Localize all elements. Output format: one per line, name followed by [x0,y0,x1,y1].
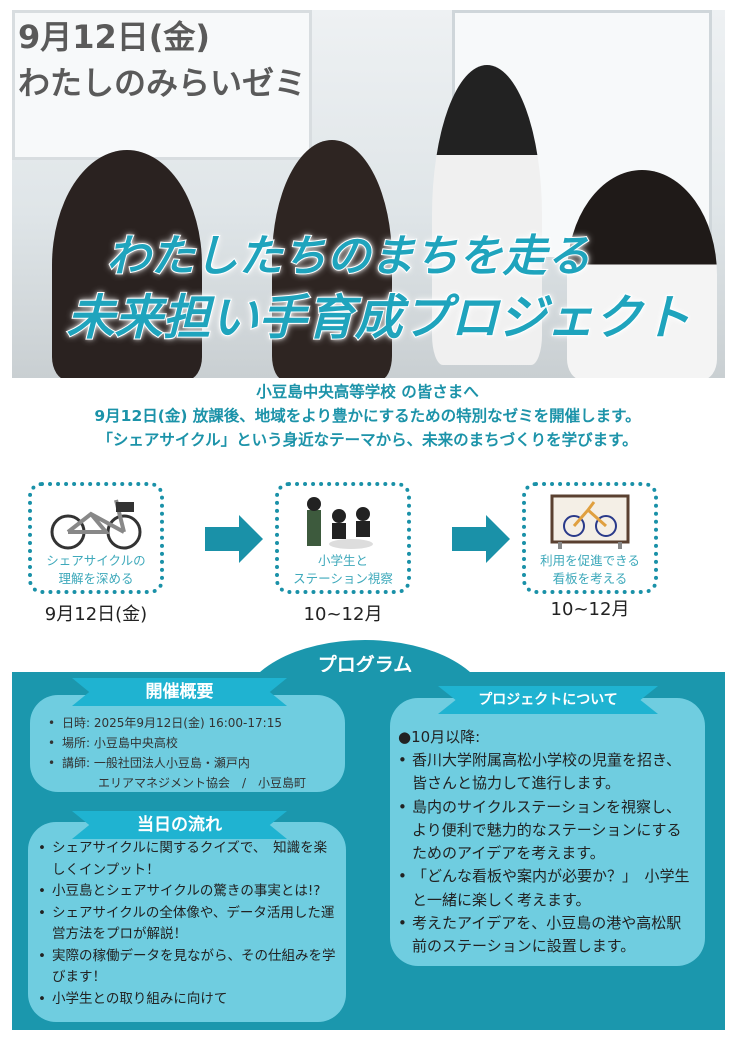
window [12,10,312,160]
student-photo [432,65,542,365]
overview-panel: 日時: 2025年9月12日(金) 16:00-17:15場所: 小豆島中央高校… [30,695,345,792]
overview-title: 開催概要 [72,678,287,706]
event-date-title: 9月12日(金)わたしのみらいゼミ [18,18,307,102]
student-photo [52,150,202,378]
step-1: シェアサイクルの理解を深める [28,482,164,594]
project-panel: ●10月以降: 香川大学附属高松小学校の児童を招き、皆さんと協力して進行します。… [390,698,705,966]
hero-photo: 9月12日(金)わたしのみらいゼミ わたしたちのまちを走る 未来担い手育成プロジ… [12,10,725,378]
flow-title: 当日の流れ [72,811,287,839]
student-photo [272,140,392,378]
headline-line1: わたしたちのまちを走る [106,230,592,283]
student-photo [567,170,717,378]
step-3: 利用を促進できる看板を考える [522,482,658,594]
step-2-date: 10~12月 [303,604,383,625]
signboard-icon [526,494,654,550]
flow-panel: シェアサイクルに関するクイズで、 知識を楽しくインプット！小豆島とシェアサイクル… [28,822,346,1022]
arrow-right-icon [205,515,263,563]
people-meeting-icon [279,494,407,550]
step-3-date: 10~12月 [550,599,630,620]
project-title: プロジェクトについて [438,686,658,714]
headline-line2: 未来担い手育成プロジェクト [65,289,691,347]
step-2: 小学生とステーション視察 [275,482,411,594]
step-1-date: 9月12日(金) [44,604,148,625]
arrow-right-icon [452,515,510,563]
bicycle-icon [32,494,160,550]
